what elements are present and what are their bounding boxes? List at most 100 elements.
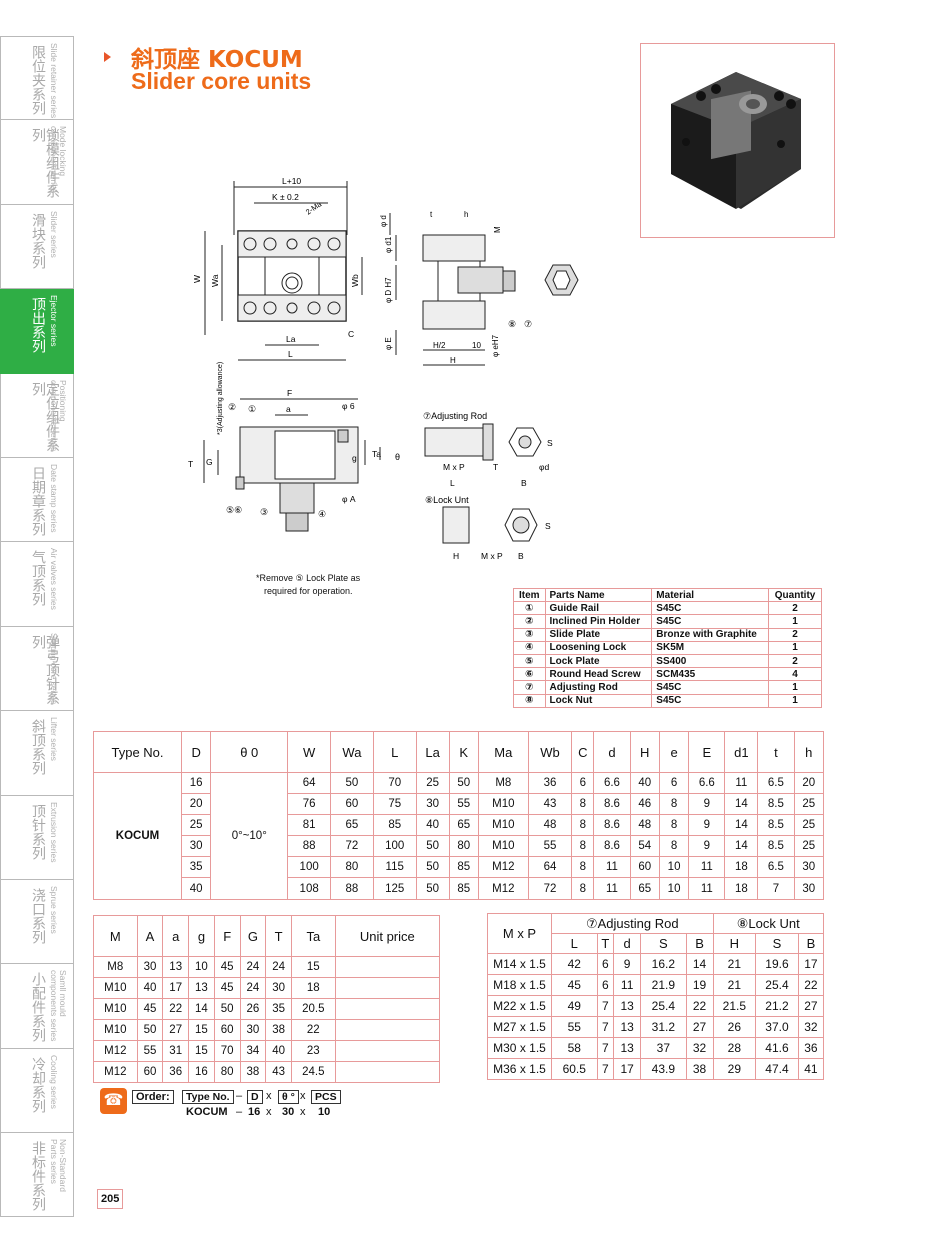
parts-cell: Lock Nut bbox=[544, 693, 653, 708]
phone-icon: ☎ bbox=[100, 1088, 127, 1114]
nut-cell: 25.4 bbox=[640, 995, 687, 1017]
spec-header-cell: K bbox=[448, 731, 479, 773]
spec-header-cell: D bbox=[180, 731, 212, 773]
nut-cell: M22 x 1.5 bbox=[487, 995, 552, 1017]
side-tab-cn: 弹弓顶针系列 bbox=[30, 634, 60, 705]
side-tab-en: Cooling series bbox=[49, 1054, 59, 1109]
product-image bbox=[671, 72, 801, 209]
nut-cell: 21.2 bbox=[755, 995, 799, 1017]
spec-cell: 6 bbox=[658, 771, 690, 795]
parts-cell: ③ bbox=[513, 627, 546, 642]
spec-cell: 40 bbox=[629, 771, 660, 795]
order-dash-1: – bbox=[236, 1090, 243, 1102]
parts-cell: Adjusting Rod bbox=[544, 680, 653, 695]
label-f: F bbox=[287, 388, 292, 398]
size-cell: 31 bbox=[162, 1040, 190, 1062]
spec-header-cell: La bbox=[415, 731, 450, 773]
side-tab-en: Slider series bbox=[49, 210, 59, 258]
parts-cell: Bronze with Graphite bbox=[651, 627, 770, 642]
spec-cell: 8 bbox=[658, 814, 690, 837]
spec-cell: 50 bbox=[415, 835, 450, 858]
rod-t: T bbox=[493, 462, 498, 472]
spec-cell: 11 bbox=[688, 877, 726, 900]
size-cell: 16 bbox=[188, 1061, 215, 1083]
size-cell: 22 bbox=[162, 998, 190, 1020]
label-m: M bbox=[493, 226, 502, 233]
spec-cell: 108 bbox=[287, 877, 332, 900]
size-header-cell: G bbox=[239, 915, 267, 957]
spec-cell: M12 bbox=[477, 856, 529, 879]
spec-cell: 50 bbox=[448, 771, 479, 795]
order-pcs-box: PCS bbox=[311, 1090, 341, 1104]
side-tab-en: Date stamp series bbox=[49, 463, 59, 533]
label-w: W bbox=[192, 275, 202, 283]
nut-title: ⑧Lock Unt bbox=[425, 495, 469, 505]
spec-cell: 11 bbox=[593, 856, 631, 879]
spec-cell: 88 bbox=[287, 835, 332, 858]
lock-nut-drawing: ⑧Lock Unt H M x P S B bbox=[425, 495, 551, 561]
size-cell: 45 bbox=[136, 998, 164, 1020]
spec-header-cell: Type No. bbox=[93, 731, 182, 773]
spec-cell: 80 bbox=[448, 835, 479, 858]
top-view-drawing: L+10 K ± 0.2 2-Ma W Wa Wb La L C bbox=[192, 176, 363, 361]
spec-cell: 8.5 bbox=[757, 835, 795, 858]
size-cell: 60 bbox=[213, 1019, 241, 1041]
parts-cell: ② bbox=[513, 614, 546, 629]
spec-cell: 85 bbox=[448, 856, 479, 879]
side-tab-cn: 气顶系列 bbox=[30, 550, 46, 607]
spec-cell: 11 bbox=[688, 856, 726, 879]
parts-cell: SCM435 bbox=[651, 667, 770, 682]
label-H: H bbox=[450, 356, 456, 365]
spec-cell: 85 bbox=[372, 814, 417, 837]
spec-cell: M10 bbox=[477, 835, 529, 858]
nut-cell: 6 bbox=[596, 974, 615, 996]
label-theta: θ bbox=[395, 452, 400, 462]
size-cell: 10 bbox=[188, 956, 215, 978]
nut-subheader-cell: H bbox=[712, 933, 757, 954]
size-cell: 55 bbox=[136, 1040, 164, 1062]
side-tab-en: Slide retainer series bbox=[49, 43, 59, 119]
order-x-1: x bbox=[266, 1090, 272, 1102]
spec-cell: 55 bbox=[527, 835, 573, 858]
order-label: Order: bbox=[132, 1090, 174, 1104]
nut-cell: 6 bbox=[596, 953, 615, 975]
nut-cell: 21.5 bbox=[712, 995, 757, 1017]
size-cell: 27 bbox=[162, 1019, 190, 1041]
spec-cell: 8 bbox=[658, 793, 690, 816]
spec-cell: 7 bbox=[757, 877, 795, 900]
label-eh7: φ eH7 bbox=[491, 334, 500, 357]
spec-cell: 8 bbox=[571, 793, 595, 816]
label-la: La bbox=[286, 334, 296, 344]
nut-cell: 13 bbox=[613, 995, 642, 1017]
size-cell: M8 bbox=[93, 956, 138, 978]
label-gg: g bbox=[352, 453, 357, 463]
nut-cell: 17 bbox=[613, 1058, 642, 1080]
nut-cell: 47.4 bbox=[755, 1058, 799, 1080]
spec-cell: 40 bbox=[415, 814, 450, 837]
spec-cell: 30 bbox=[415, 793, 450, 816]
spec-cell: 25 bbox=[793, 814, 824, 837]
spec-cell: 25 bbox=[793, 793, 824, 816]
